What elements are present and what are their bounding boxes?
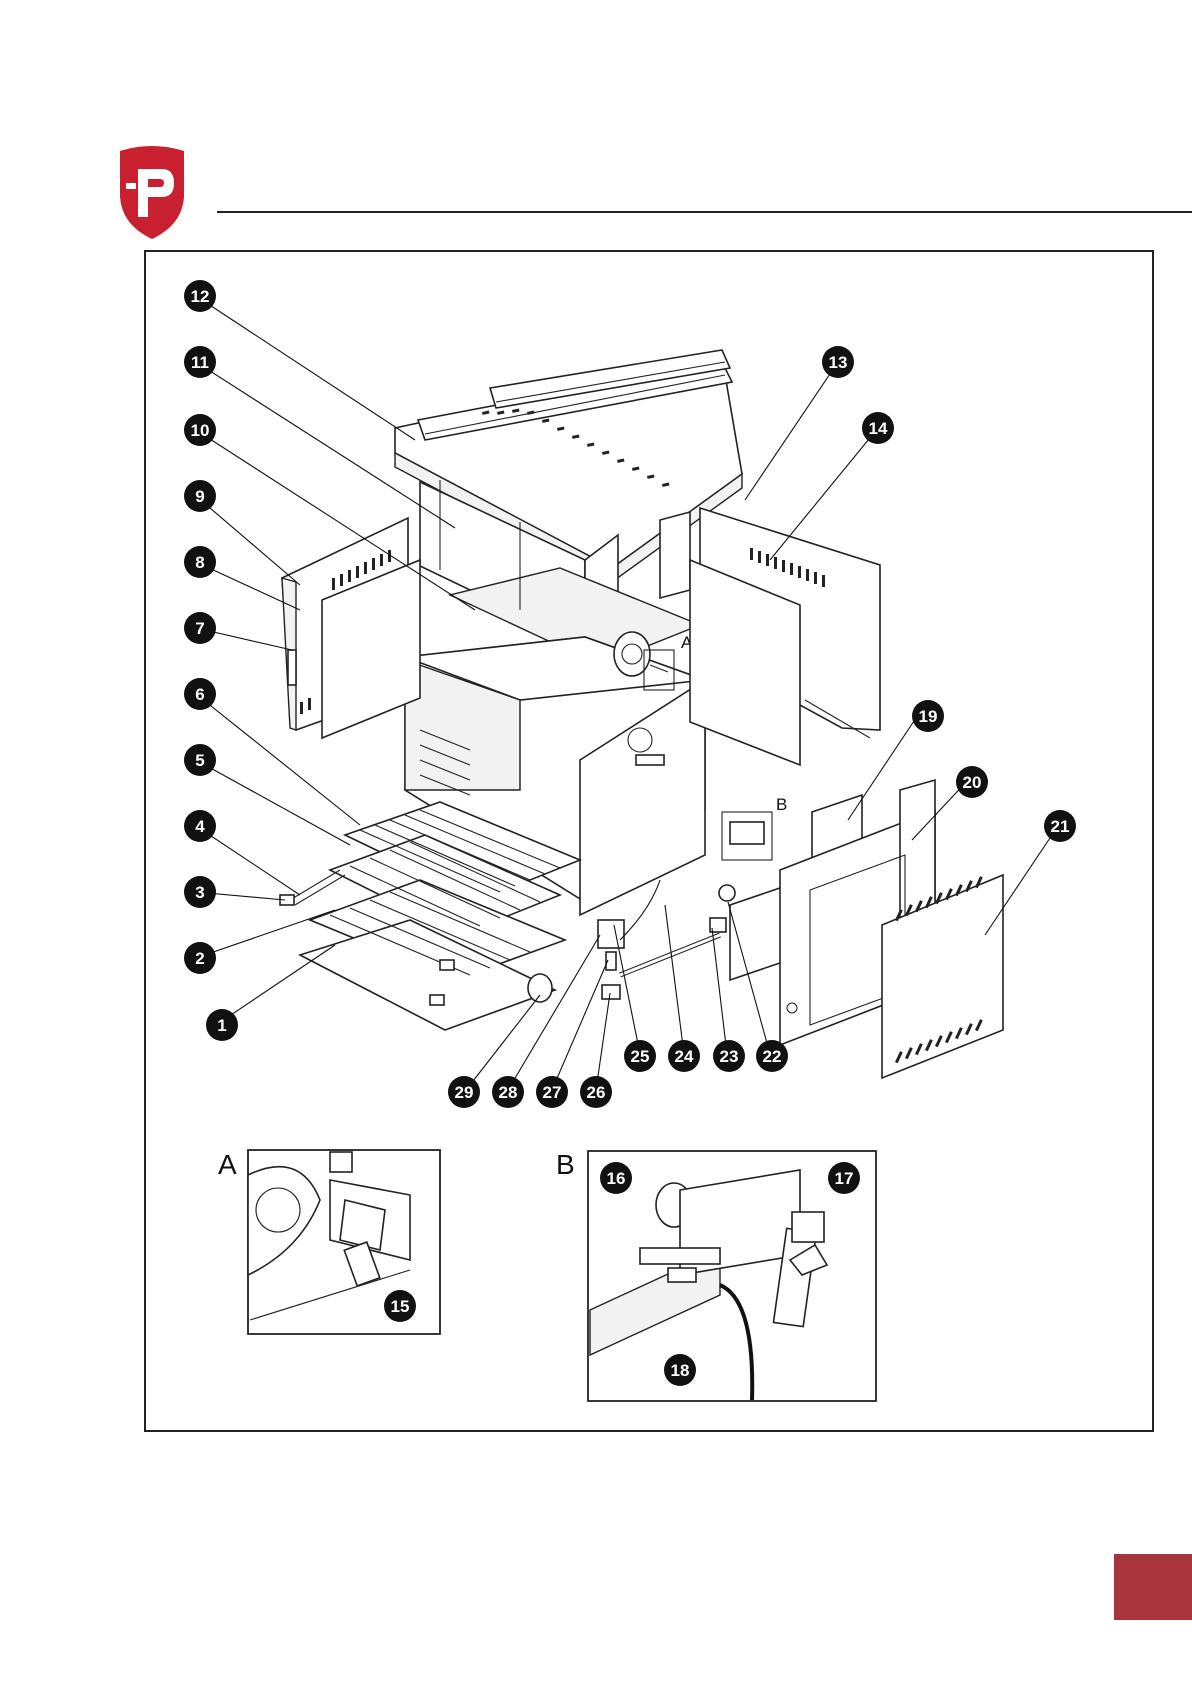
svg-text:14: 14 — [869, 419, 888, 438]
svg-text:28: 28 — [499, 1083, 518, 1102]
callout-10: 10 — [184, 414, 216, 446]
callout-26: 26 — [580, 1076, 612, 1108]
callout-27: 27 — [536, 1076, 568, 1108]
callout-21: 21 — [1044, 810, 1076, 842]
front-door-assembly — [730, 780, 1003, 1078]
svg-text:16: 16 — [607, 1169, 626, 1188]
callout-4: 4 — [184, 810, 216, 842]
callout-8: 8 — [184, 546, 216, 578]
inset-a-label: A — [218, 1149, 237, 1180]
callout-20: 20 — [956, 766, 988, 798]
svg-text:20: 20 — [963, 773, 982, 792]
callout-13: 13 — [822, 346, 854, 378]
svg-text:19: 19 — [919, 707, 938, 726]
callout-22: 22 — [756, 1040, 788, 1072]
callout-6: 6 — [184, 678, 216, 710]
callout-24: 24 — [668, 1040, 700, 1072]
svg-text:22: 22 — [763, 1047, 782, 1066]
svg-text:8: 8 — [195, 553, 204, 572]
page-badge — [1114, 1554, 1192, 1620]
svg-text:26: 26 — [587, 1083, 606, 1102]
callout-19: 19 — [912, 700, 944, 732]
svg-text:15: 15 — [391, 1297, 410, 1316]
callout-25: 25 — [624, 1040, 656, 1072]
svg-text:3: 3 — [195, 883, 204, 902]
callout-1: 1 — [206, 1009, 238, 1041]
svg-text:1: 1 — [217, 1016, 226, 1035]
right-side-panels — [690, 508, 880, 765]
inset-b-label: B — [556, 1149, 575, 1180]
callout-29: 29 — [448, 1076, 480, 1108]
callout-12: 12 — [184, 280, 216, 312]
svg-text:10: 10 — [191, 421, 210, 440]
detail-b-box — [722, 812, 772, 860]
svg-text:6: 6 — [195, 685, 204, 704]
callout-17: 17 — [828, 1162, 860, 1194]
callout-28: 28 — [492, 1076, 524, 1108]
svg-text:29: 29 — [455, 1083, 474, 1102]
svg-text:27: 27 — [543, 1083, 562, 1102]
callout-16: 16 — [600, 1162, 632, 1194]
svg-text:25: 25 — [631, 1047, 650, 1066]
svg-text:5: 5 — [195, 751, 204, 770]
svg-text:21: 21 — [1051, 817, 1070, 836]
svg-text:13: 13 — [829, 353, 848, 372]
callout-3: 3 — [184, 876, 216, 908]
callout-23: 23 — [713, 1040, 745, 1072]
callout-14: 14 — [862, 412, 894, 444]
detail-b-marker: B — [776, 795, 787, 814]
svg-text:7: 7 — [195, 619, 204, 638]
svg-text:24: 24 — [675, 1047, 694, 1066]
callout-9: 9 — [184, 480, 216, 512]
svg-text:2: 2 — [195, 949, 204, 968]
svg-text:23: 23 — [720, 1047, 739, 1066]
callout-11: 11 — [184, 346, 216, 378]
svg-text:11: 11 — [191, 353, 209, 372]
svg-text:9: 9 — [195, 487, 204, 506]
svg-text:17: 17 — [835, 1169, 854, 1188]
callout-2: 2 — [184, 942, 216, 974]
svg-text:4: 4 — [195, 817, 205, 836]
callout-7: 7 — [184, 612, 216, 644]
svg-text:18: 18 — [671, 1361, 690, 1380]
left-side-panels — [282, 518, 420, 738]
svg-text:12: 12 — [191, 287, 210, 306]
callout-15: 15 — [384, 1290, 416, 1322]
callout-5: 5 — [184, 744, 216, 776]
callout-18: 18 — [664, 1354, 696, 1386]
